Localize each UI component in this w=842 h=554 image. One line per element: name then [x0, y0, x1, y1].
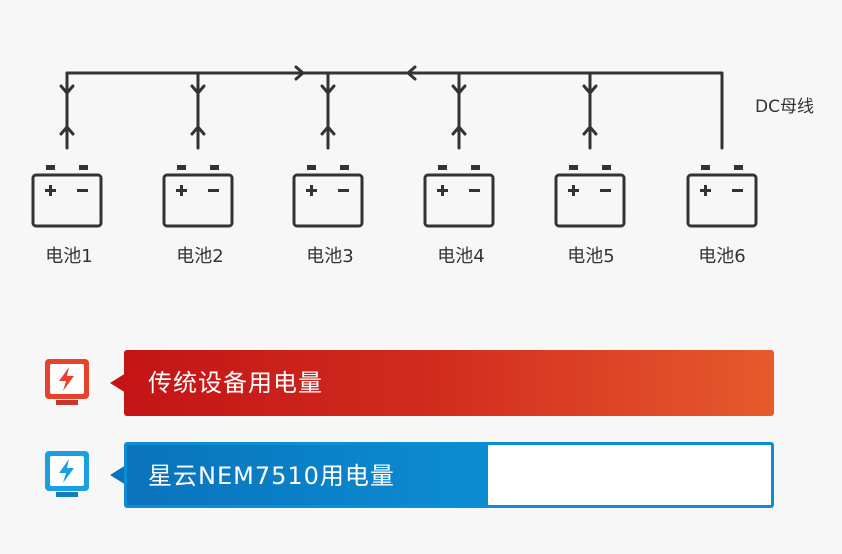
down-arrow-4 — [451, 84, 467, 95]
down-arrow-2 — [190, 84, 206, 95]
traditional-usage-bar — [124, 350, 774, 416]
lightning-icon — [45, 359, 89, 405]
battery-icon-3 — [292, 165, 364, 228]
bar-pointer — [110, 373, 126, 393]
dc-bus-label: DC母线 — [755, 97, 814, 117]
down-arrow-3 — [320, 84, 336, 95]
bus-arrow-left — [406, 65, 417, 81]
battery-icon-5 — [554, 165, 626, 228]
battery-icon-2 — [162, 165, 234, 228]
battery-label-2: 电池2 — [176, 246, 224, 267]
battery-label-4: 电池4 — [437, 246, 485, 267]
up-arrow-2 — [190, 125, 206, 136]
up-arrow-1 — [59, 125, 75, 136]
battery-icon-4 — [423, 165, 495, 228]
bar-pointer — [110, 465, 126, 485]
traditional-usage-row: 传统设备用电量 — [44, 350, 774, 416]
up-arrow-5 — [582, 125, 598, 136]
up-arrow-4 — [451, 125, 467, 136]
battery-label-6: 电池6 — [698, 246, 746, 267]
down-arrow-1 — [59, 84, 75, 95]
down-arrow-5 — [582, 84, 598, 95]
lightning-icon — [45, 451, 89, 497]
battery-icon-6 — [686, 165, 758, 228]
bus-arrow-right — [294, 65, 305, 81]
nebula-usage-fill — [127, 445, 488, 505]
traditional-usage-label: 传统设备用电量 — [148, 369, 323, 397]
battery-label-3: 电池3 — [306, 246, 354, 267]
battery-label-1: 电池1 — [45, 246, 93, 267]
battery-bus-diagram — [31, 65, 758, 228]
nebula-usage-bar — [124, 442, 774, 508]
battery-label-5: 电池5 — [567, 246, 615, 267]
battery-icon-1 — [31, 165, 103, 228]
up-arrow-3 — [320, 125, 336, 136]
nebula-usage-row: 星云NEM7510用电量 — [44, 442, 774, 508]
nebula-usage-label: 星云NEM7510用电量 — [148, 462, 395, 490]
